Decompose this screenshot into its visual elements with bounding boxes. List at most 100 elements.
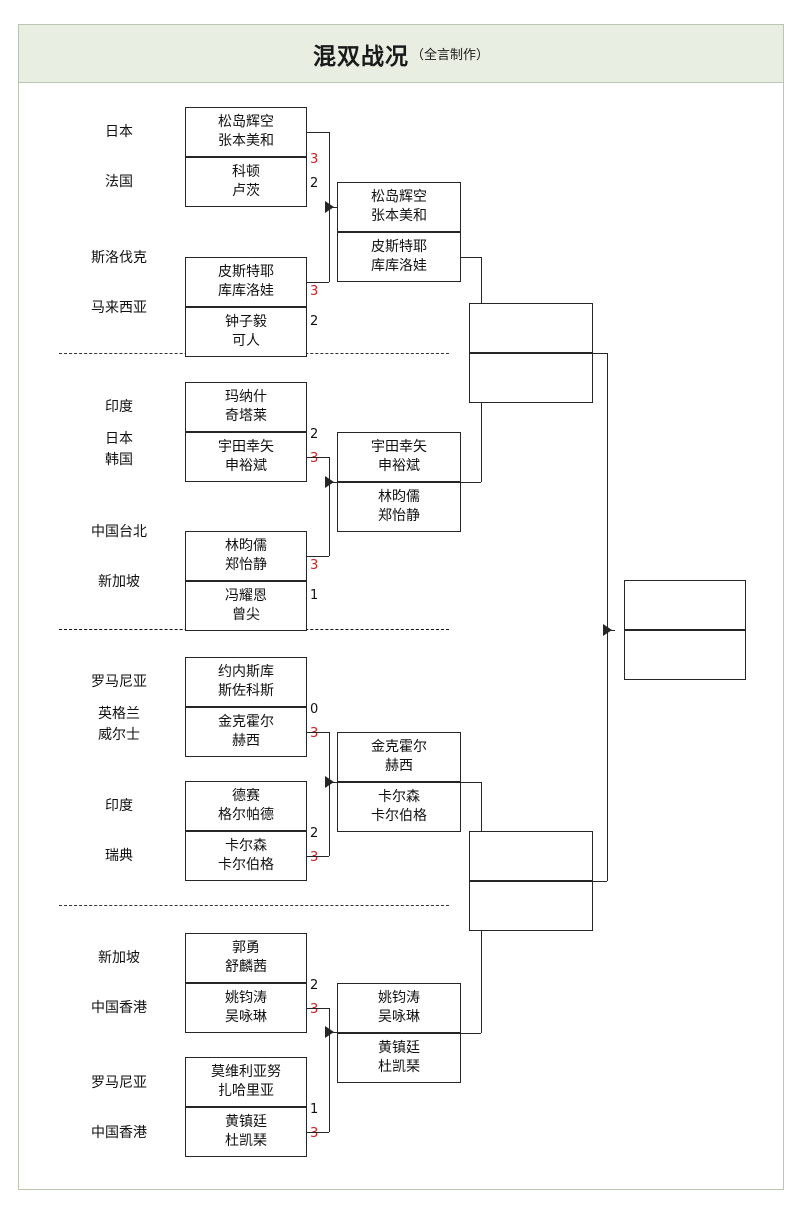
player-name: 郑怡静 bbox=[378, 508, 420, 524]
player-name: 郑怡静 bbox=[225, 557, 267, 573]
player-name: 库库洛娃 bbox=[218, 283, 274, 299]
score-2: 2 bbox=[310, 176, 319, 191]
r2-team-box-5[interactable]: 金克霍尔 赫西 bbox=[337, 732, 461, 782]
connector-line bbox=[461, 257, 481, 258]
connector-arrow bbox=[325, 476, 334, 488]
section-separator-3 bbox=[59, 905, 449, 906]
score-14: 3 bbox=[310, 1002, 319, 1017]
page-title: 混双战况 bbox=[312, 43, 409, 70]
player-name: 舒麟茜 bbox=[225, 959, 267, 975]
player-name: 黄镇廷 bbox=[225, 1114, 267, 1131]
player-name: 玛纳什 bbox=[225, 389, 267, 406]
country-label-15: 罗马尼亚 bbox=[91, 1075, 147, 1091]
connector-line bbox=[593, 881, 607, 882]
final-team-box-1[interactable] bbox=[624, 580, 746, 630]
player-name: 曾尖 bbox=[232, 607, 260, 623]
page-subtitle: （全言制作） bbox=[410, 48, 489, 63]
score-6: 3 bbox=[310, 451, 319, 466]
team-box-16[interactable]: 黄镇廷 杜凯琹 bbox=[185, 1107, 307, 1157]
player-name: 卡尔伯格 bbox=[371, 808, 427, 824]
final-team-box-2[interactable] bbox=[624, 630, 746, 680]
score-16: 3 bbox=[310, 1126, 319, 1141]
connector-arrow bbox=[325, 201, 334, 213]
player-name: 赫西 bbox=[232, 733, 260, 749]
team-box-5[interactable]: 玛纳什 奇塔莱 bbox=[185, 382, 307, 432]
player-name: 林昀儒 bbox=[378, 489, 420, 506]
connector-line bbox=[461, 482, 481, 483]
connector-line bbox=[307, 282, 329, 283]
connector-line bbox=[593, 353, 607, 354]
r2-team-box-3[interactable]: 宇田幸矢 申裕斌 bbox=[337, 432, 461, 482]
team-box-4[interactable]: 钟子毅 可人 bbox=[185, 307, 307, 357]
player-name: 皮斯特耶 bbox=[371, 239, 427, 256]
player-name: 可人 bbox=[232, 333, 260, 349]
connector-line bbox=[307, 1132, 329, 1133]
player-name: 库库洛娃 bbox=[371, 258, 427, 274]
r2-team-box-2[interactable]: 皮斯特耶 库库洛娃 bbox=[337, 232, 461, 282]
connector-arrow bbox=[325, 776, 334, 788]
score-3: 3 bbox=[310, 284, 319, 299]
player-name: 张本美和 bbox=[218, 133, 274, 149]
country-label-10: 英格兰 威尔士 bbox=[98, 706, 140, 743]
player-name: 斯佐科斯 bbox=[218, 683, 274, 699]
player-name: 林昀儒 bbox=[225, 538, 267, 555]
connector-line bbox=[307, 1008, 329, 1009]
player-name: 皮斯特耶 bbox=[218, 264, 274, 281]
r3-team-box-1[interactable] bbox=[469, 303, 593, 353]
player-name: 莫维利亚努 bbox=[211, 1064, 281, 1081]
team-box-12[interactable]: 卡尔森 卡尔伯格 bbox=[185, 831, 307, 881]
team-box-9[interactable]: 约内斯库 斯佐科斯 bbox=[185, 657, 307, 707]
player-name: 科顿 bbox=[232, 164, 260, 181]
country-label-14: 中国香港 bbox=[91, 1000, 147, 1016]
r3-team-box-2[interactable] bbox=[469, 353, 593, 403]
r2-team-box-4[interactable]: 林昀儒 郑怡静 bbox=[337, 482, 461, 532]
page-title-bar: 混双战况 （全言制作） bbox=[19, 25, 783, 83]
player-name: 金克霍尔 bbox=[218, 714, 274, 731]
player-name: 卡尔森 bbox=[378, 789, 420, 806]
player-name: 冯耀恩 bbox=[225, 588, 267, 605]
score-8: 1 bbox=[310, 588, 319, 603]
team-box-8[interactable]: 冯耀恩 曾尖 bbox=[185, 581, 307, 631]
r2-team-box-8[interactable]: 黄镇廷 杜凯琹 bbox=[337, 1033, 461, 1083]
player-name: 松岛辉空 bbox=[371, 189, 427, 206]
country-label-12: 瑞典 bbox=[105, 848, 133, 864]
score-10: 3 bbox=[310, 726, 319, 741]
team-box-15[interactable]: 莫维利亚努 扎哈里亚 bbox=[185, 1057, 307, 1107]
country-label-3: 斯洛伐克 bbox=[91, 250, 147, 266]
r3-team-box-4[interactable] bbox=[469, 881, 593, 931]
team-box-10[interactable]: 金克霍尔 赫西 bbox=[185, 707, 307, 757]
player-name: 钟子毅 bbox=[225, 314, 267, 331]
r3-team-box-3[interactable] bbox=[469, 831, 593, 881]
r2-team-box-7[interactable]: 姚钧涛 吴咏琳 bbox=[337, 983, 461, 1033]
player-name: 吴咏琳 bbox=[225, 1009, 267, 1025]
team-box-2[interactable]: 科顿 卢茨 bbox=[185, 157, 307, 207]
team-box-3[interactable]: 皮斯特耶 库库洛娃 bbox=[185, 257, 307, 307]
team-box-7[interactable]: 林昀儒 郑怡静 bbox=[185, 531, 307, 581]
team-box-1[interactable]: 松岛辉空 张本美和 bbox=[185, 107, 307, 157]
country-label-2: 法国 bbox=[105, 174, 133, 190]
r2-team-box-1[interactable]: 松岛辉空 张本美和 bbox=[337, 182, 461, 232]
team-box-6[interactable]: 宇田幸矢 申裕斌 bbox=[185, 432, 307, 482]
country-label-5: 印度 bbox=[105, 399, 133, 415]
country-label-16: 中国香港 bbox=[91, 1125, 147, 1141]
country-label-1: 日本 bbox=[105, 124, 133, 140]
player-name: 扎哈里亚 bbox=[218, 1083, 274, 1099]
team-box-11[interactable]: 德赛 格尔帕德 bbox=[185, 781, 307, 831]
player-name: 格尔帕德 bbox=[218, 807, 274, 823]
r2-team-box-6[interactable]: 卡尔森 卡尔伯格 bbox=[337, 782, 461, 832]
score-7: 3 bbox=[310, 558, 319, 573]
connector-line bbox=[329, 457, 330, 556]
player-name: 奇塔莱 bbox=[225, 408, 267, 424]
player-name: 杜凯琹 bbox=[225, 1133, 267, 1149]
player-name: 杜凯琹 bbox=[378, 1059, 420, 1075]
score-1: 3 bbox=[310, 152, 319, 167]
country-label-4: 马来西亚 bbox=[91, 300, 147, 316]
connector-line bbox=[307, 856, 329, 857]
connector-line bbox=[307, 556, 329, 557]
player-name: 德赛 bbox=[232, 788, 260, 805]
connector-line bbox=[329, 1008, 330, 1132]
country-label-13: 新加坡 bbox=[98, 950, 140, 966]
connector-line bbox=[307, 132, 329, 133]
team-box-13[interactable]: 郭勇 舒麟茜 bbox=[185, 933, 307, 983]
team-box-14[interactable]: 姚钧涛 吴咏琳 bbox=[185, 983, 307, 1033]
